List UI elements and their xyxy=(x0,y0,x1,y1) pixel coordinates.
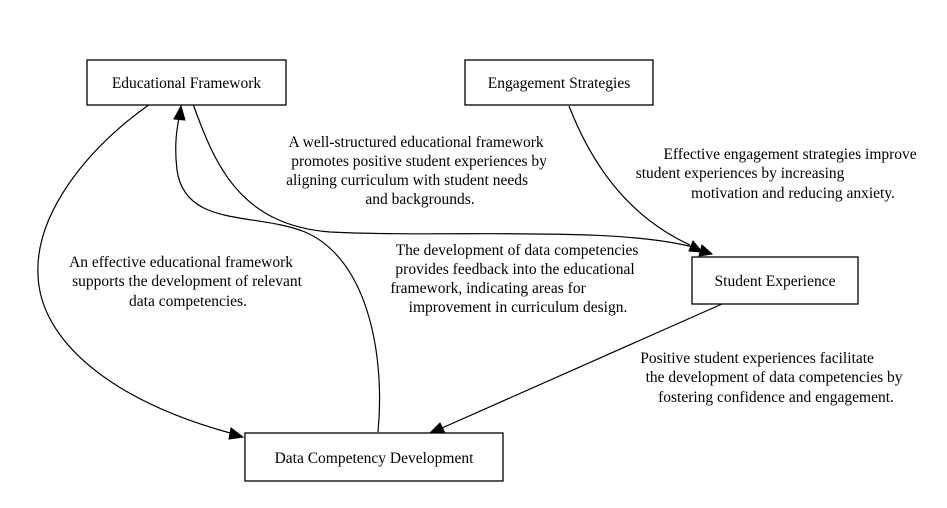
edge-label-experience-to-competency: Positive student experiences facilitate … xyxy=(640,350,906,406)
edge-label-line: Positive student experiences facilitate xyxy=(640,350,874,367)
edge-line xyxy=(441,303,723,429)
node-engagement-strategies: Engagement Strategies xyxy=(464,59,654,106)
node-label: Engagement Strategies xyxy=(488,75,630,92)
edge-label-line: provides feedback into the educational xyxy=(395,261,634,278)
edge-competency-to-framework xyxy=(173,104,381,433)
edge-line xyxy=(568,105,691,246)
edge-line xyxy=(192,103,701,250)
edge-label-line: The development of data competencies xyxy=(396,242,639,259)
edge-strategies-to-experience xyxy=(568,105,704,253)
edge-label-line: and backgrounds. xyxy=(365,191,474,208)
edge-line xyxy=(37,103,231,434)
node-student-experience: Student Experience xyxy=(691,256,859,305)
edge-label-line: framework, indicating areas for xyxy=(390,280,586,297)
edge-line xyxy=(175,117,381,433)
edge-label-line: A well-structured educational framework xyxy=(288,134,543,151)
arrowhead xyxy=(688,240,704,253)
edge-label-line: Effective engagement strategies improve xyxy=(663,146,916,163)
edge-label-framework-to-competency: An effective educational framework suppo… xyxy=(69,254,306,310)
node-label: Student Experience xyxy=(715,273,836,290)
node-box xyxy=(86,59,287,106)
edge-label-line: fostering confidence and engagement. xyxy=(658,389,894,406)
edge-label-line: student experiences by increasing xyxy=(636,165,845,182)
edge-label-line: promotes positive student experiences by xyxy=(291,153,547,170)
edge-label-competency-to-framework: The development of data competencies pro… xyxy=(390,242,642,316)
edge-label-line: supports the development of relevant xyxy=(72,273,303,290)
node-educational-framework: Educational Framework xyxy=(86,59,287,106)
edge-label-line: aligning curriculum with student needs xyxy=(286,172,528,189)
edge-label-line: motivation and reducing anxiety. xyxy=(691,185,895,202)
edge-label-line: data competencies. xyxy=(129,293,247,310)
edge-experience-to-competency xyxy=(427,303,723,435)
edge-label-framework-to-experience: A well-structured educational framework … xyxy=(286,134,551,208)
node-label: Educational Framework xyxy=(112,75,262,92)
arrowhead xyxy=(173,104,186,121)
node-data-competency-development: Data Competency Development xyxy=(244,432,504,482)
node-label: Data Competency Development xyxy=(275,450,475,467)
edge-label-strategies-to-experience: Effective engagement strategies improve … xyxy=(636,146,921,202)
node-box xyxy=(464,59,654,106)
arrowhead xyxy=(228,427,245,440)
edge-label-line: improvement in curriculum design. xyxy=(409,299,628,316)
node-box xyxy=(691,256,859,305)
edge-framework-to-competency xyxy=(37,103,245,440)
edge-label-line: the development of data competencies by xyxy=(646,369,903,386)
node-box xyxy=(244,432,504,482)
edge-label-line: An effective educational framework xyxy=(69,254,293,271)
